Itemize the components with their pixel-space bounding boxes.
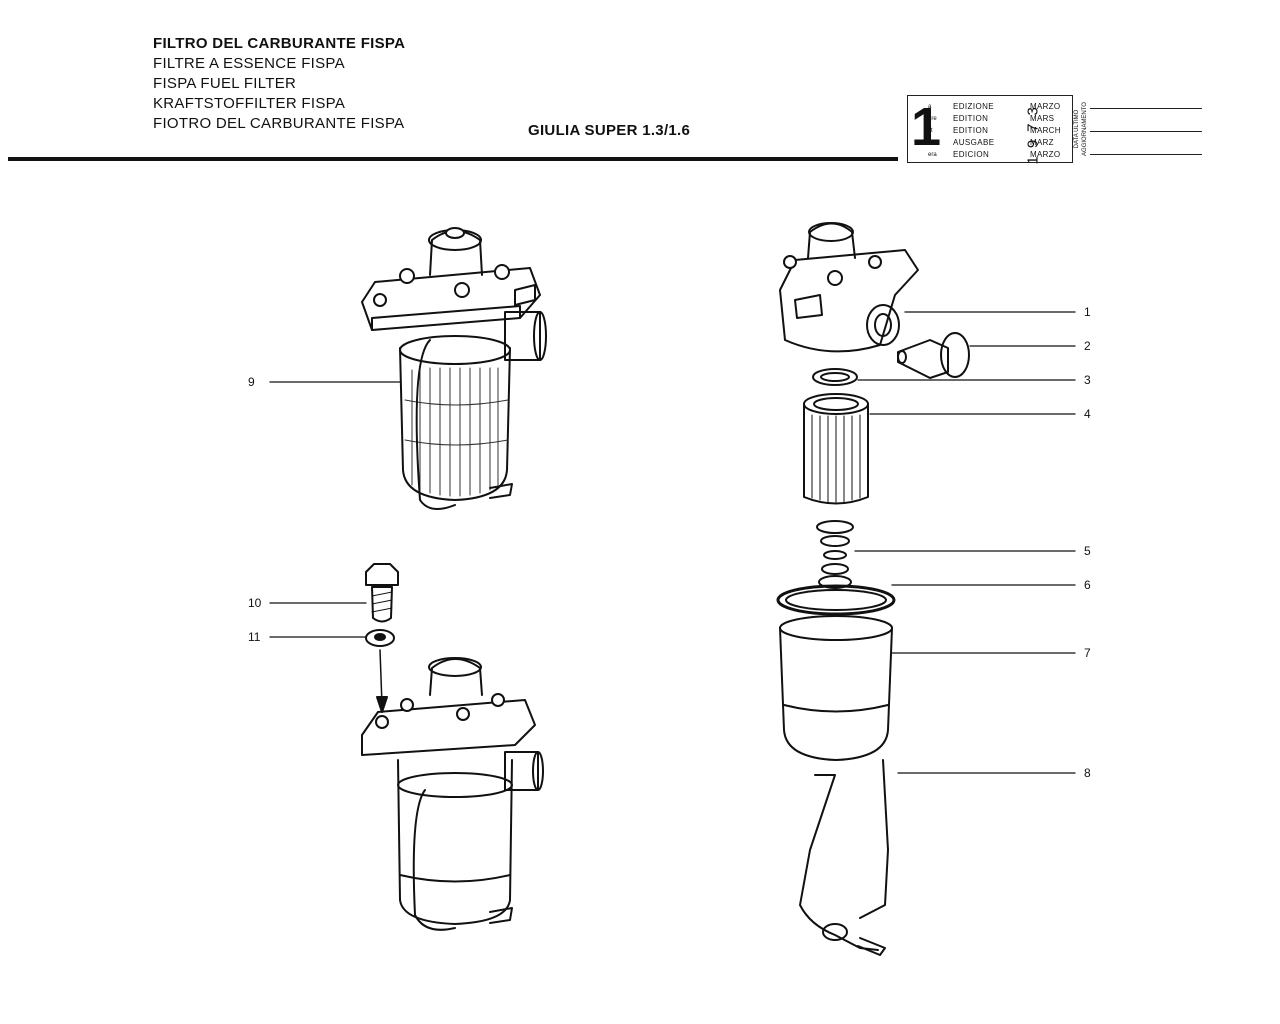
update-line <box>1090 131 1202 132</box>
callout-8: 8 <box>1084 766 1091 780</box>
edition-words: EDIZIONE EDITION EDITION AUSGABE EDICION <box>953 101 994 161</box>
edition-box: 1 a ere st . era EDIZIONE EDITION EDITIO… <box>907 95 1073 165</box>
edition-word-de: AUSGABE <box>953 138 995 147</box>
callout-2: 2 <box>1084 339 1091 353</box>
washer-drawing <box>365 629 395 647</box>
month-es: MARZO <box>1030 150 1061 159</box>
callout-6: 6 <box>1084 578 1091 592</box>
spring-drawing <box>816 520 854 589</box>
union-fitting-drawing <box>897 332 970 379</box>
edition-word-fr: EDITION <box>953 114 989 123</box>
callout-1: 1 <box>1084 305 1091 319</box>
month-fr: MARS <box>1030 114 1055 123</box>
title-spanish: FIOTRO DEL CARBURANTE FISPA <box>153 115 405 132</box>
seal-ring-drawing <box>812 368 858 386</box>
suffix-fr: ere <box>928 116 937 122</box>
callout-4: 4 <box>1084 407 1091 421</box>
callout-11: 11 <box>248 630 261 644</box>
edition-months: MARZO MARS MARCH MARZ MARZO <box>1030 101 1061 161</box>
update-line <box>1090 108 1202 109</box>
callout-7: 7 <box>1084 646 1091 660</box>
assembled-filter-flange <box>361 267 541 331</box>
edition-word-en: EDITION <box>953 126 989 135</box>
model-name: GIULIA SUPER 1.3/1.6 <box>528 122 691 139</box>
update-line <box>1090 154 1202 155</box>
month-en: MARCH <box>1030 126 1061 135</box>
edition-suffixes: a ere st . era <box>928 101 937 161</box>
suffix-it: a <box>928 104 932 110</box>
month-it: MARZO <box>1030 102 1061 111</box>
bowl-gasket-drawing <box>776 584 896 616</box>
callout-5: 5 <box>1084 544 1091 558</box>
assembled-filter-bowl <box>399 347 511 501</box>
assembly-arrow <box>379 649 383 706</box>
title-german: KRAFTSTOFFILTER FISPA <box>153 95 346 112</box>
edition-word-es: EDICION <box>953 150 990 159</box>
suffix-en: st <box>928 128 933 134</box>
filter-element-drawing <box>803 393 869 505</box>
month-de: MARZ <box>1030 138 1054 147</box>
assembled-filter-drawing <box>361 227 547 510</box>
callout-3: 3 <box>1084 373 1091 387</box>
edition-numeral: 1 <box>911 97 942 157</box>
title-block: FILTRO DEL CARBURANTE FISPA FILTRE A ESS… <box>153 34 405 134</box>
bolt-drawing <box>365 563 399 623</box>
title-english: FISPA FUEL FILTER <box>153 75 297 92</box>
header-rule <box>8 157 898 161</box>
glass-bowl-drawing <box>779 615 893 761</box>
title-french: FILTRE A ESSENCE FISPA <box>153 55 345 72</box>
filter-head-drawing <box>779 222 919 353</box>
retaining-wire-drawing <box>799 759 889 956</box>
mounted-filter-drawing <box>361 657 544 931</box>
suffix-de: . <box>928 140 930 146</box>
suffix-es: era <box>928 152 937 158</box>
callout-10: 10 <box>248 596 262 610</box>
callout-9: 9 <box>248 375 255 389</box>
title-italian: FILTRO DEL CARBURANTE FISPA <box>153 35 406 52</box>
edition-word-it: EDIZIONE <box>953 102 994 111</box>
